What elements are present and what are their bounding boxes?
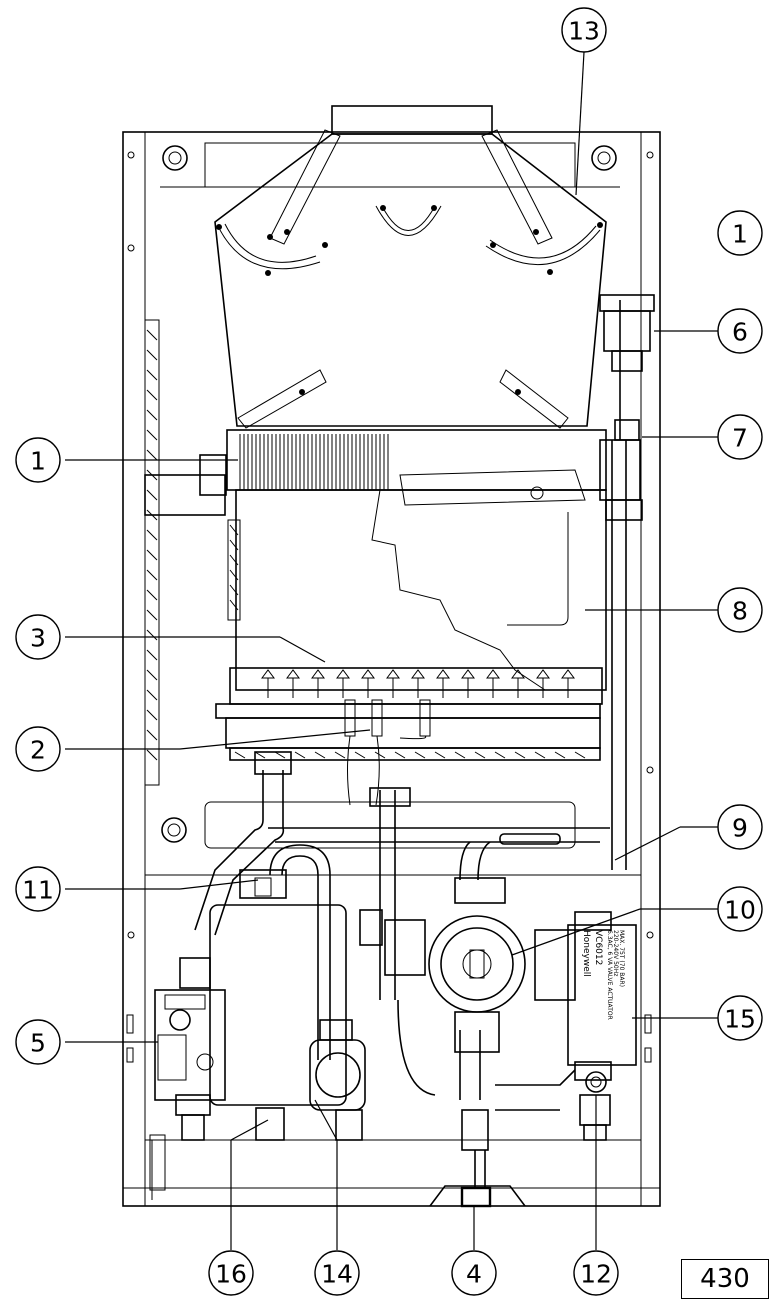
diagram-code: 430	[700, 1264, 750, 1294]
heat-exchanger	[144, 429, 607, 516]
callout-1-top: 1	[717, 210, 763, 256]
callout-14-label: 14	[321, 1260, 353, 1289]
boiler-casing	[122, 131, 661, 1208]
callout-9: 9	[717, 804, 763, 850]
svg-text:6.3AC, 6 VA VALVE ACTUATOR: 6.3AC, 6 VA VALVE ACTUATOR	[606, 930, 613, 1020]
callout-11-label: 11	[22, 876, 54, 905]
combustion-chamber	[227, 489, 607, 691]
callout-10-label: 10	[724, 896, 756, 925]
callout-13-label: 13	[568, 17, 600, 46]
callout-15-label: 15	[724, 1005, 756, 1034]
burner	[215, 667, 603, 806]
callout-10: 10	[717, 886, 763, 932]
callout-12-label: 12	[580, 1260, 612, 1289]
leader-lines	[65, 51, 718, 1250]
callout-4: 4	[451, 1250, 497, 1296]
burner-jets	[261, 669, 575, 698]
callout-1-top-label: 1	[732, 220, 748, 249]
callout-15: 15	[717, 995, 763, 1041]
hood-rivets	[216, 205, 603, 395]
callout-16-label: 16	[215, 1260, 247, 1289]
gas-valve	[154, 957, 226, 1101]
svg-text:Honeywell: Honeywell	[581, 930, 591, 977]
callout-5: 5	[15, 1019, 61, 1065]
callout-3: 3	[15, 614, 61, 660]
callout-6: 6	[717, 308, 763, 354]
circulation-pump	[359, 877, 576, 1053]
safety-valve	[309, 1019, 366, 1111]
automatic-air-vent	[599, 294, 655, 521]
callout-5-label: 5	[30, 1029, 46, 1058]
expansion-vessel	[209, 869, 347, 1106]
callout-3-label: 3	[30, 624, 46, 653]
flue-hood	[214, 105, 607, 429]
callout-4-label: 4	[466, 1260, 482, 1289]
callout-14: 14	[314, 1250, 360, 1296]
callout-16: 16	[208, 1250, 254, 1296]
diverter-valve: VC6012 Honeywell 6.3AC, 6 VA VALVE ACTUA…	[567, 911, 637, 1081]
callout-2-label: 2	[30, 736, 46, 765]
callout-12: 12	[573, 1250, 619, 1296]
pipework	[175, 300, 627, 1188]
callout-13: 13	[561, 7, 607, 53]
valve-label-text: VC6012	[593, 930, 603, 965]
svg-text:MAX. 75T (70 BAR): MAX. 75T (70 BAR)	[618, 930, 625, 987]
exchanger-fins	[239, 434, 389, 490]
callout-6-label: 6	[732, 318, 748, 347]
callout-7: 7	[717, 414, 763, 460]
callout-9-label: 9	[732, 814, 748, 843]
callout-8-label: 8	[732, 597, 748, 626]
callout-1-left-label: 1	[30, 447, 46, 476]
callout-8: 8	[717, 587, 763, 633]
svg-text:220-240V 50Hz: 220-240V 50Hz	[612, 930, 619, 976]
callout-2: 2	[15, 726, 61, 772]
callout-7-label: 7	[732, 424, 748, 453]
callout-1-left: 1	[15, 437, 61, 483]
callout-11: 11	[15, 866, 61, 912]
diagram-code-box: 430	[681, 1259, 769, 1299]
